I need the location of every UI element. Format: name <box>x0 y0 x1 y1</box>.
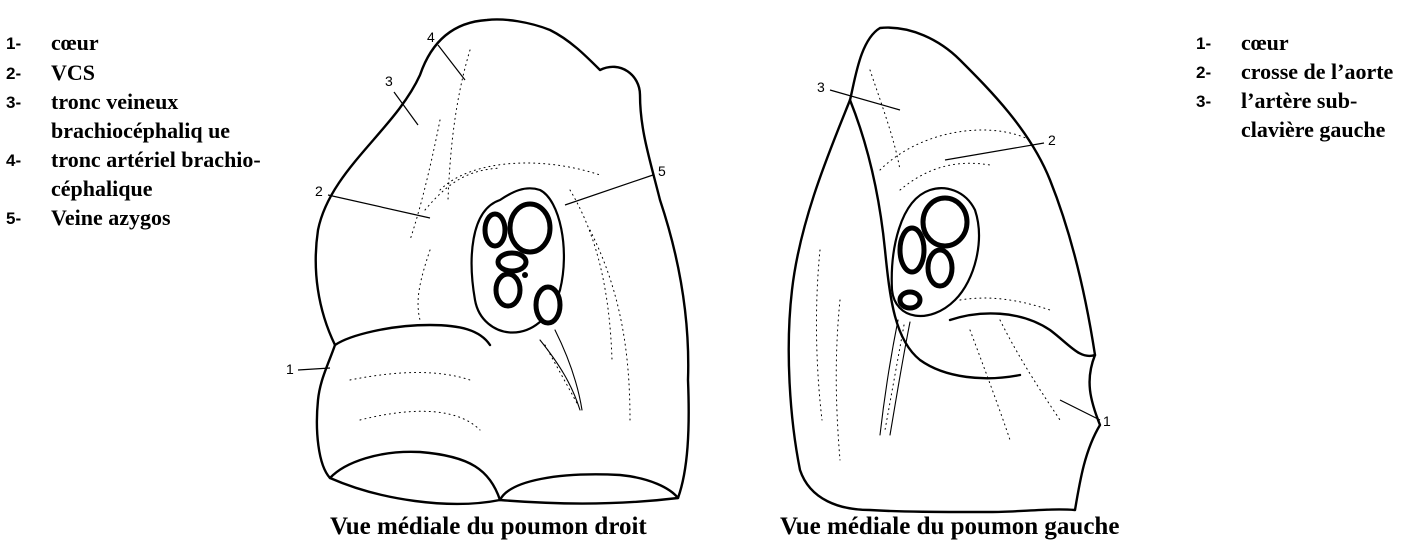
right-vessel <box>536 287 560 323</box>
right-lung-label: 3 <box>385 73 393 89</box>
caption-left-lung: Vue médiale du poumon gauche <box>780 513 1119 541</box>
right-lung-drawing: 1 2 3 4 5 <box>286 19 689 503</box>
label-pointer <box>565 175 653 205</box>
label-pointer <box>438 45 465 80</box>
right-vessel <box>498 253 526 271</box>
right-lung-label: 1 <box>286 361 294 377</box>
right-lung-cardiac-edge <box>335 325 490 345</box>
left-lung-drawing: 1 2 3 <box>789 28 1111 512</box>
right-lung-label: 2 <box>315 183 323 199</box>
right-vessel <box>485 214 505 246</box>
caption-right-lung: Vue médiale du poumon droit <box>330 513 647 541</box>
label-pointer <box>328 195 430 218</box>
right-vessel <box>496 274 520 306</box>
left-vessel <box>923 198 967 246</box>
right-bronchus-tail <box>540 330 582 410</box>
left-bronchus-tail <box>880 320 910 435</box>
label-pointer <box>945 143 1044 160</box>
right-vessel-dot <box>522 272 528 278</box>
right-lung-label: 4 <box>427 29 435 45</box>
left-lung-label: 2 <box>1048 132 1056 148</box>
label-pointer <box>394 92 418 125</box>
left-vessel <box>900 228 924 272</box>
label-pointer <box>830 90 900 110</box>
right-lung-base-edge <box>330 452 500 500</box>
left-vessel <box>900 292 920 308</box>
left-lung-label: 1 <box>1103 413 1111 429</box>
right-lung-base-edge <box>500 474 678 500</box>
right-lung-label: 5 <box>658 163 666 179</box>
left-vessel <box>928 250 952 286</box>
left-lung-label: 3 <box>817 79 825 95</box>
right-vessel <box>510 204 550 252</box>
